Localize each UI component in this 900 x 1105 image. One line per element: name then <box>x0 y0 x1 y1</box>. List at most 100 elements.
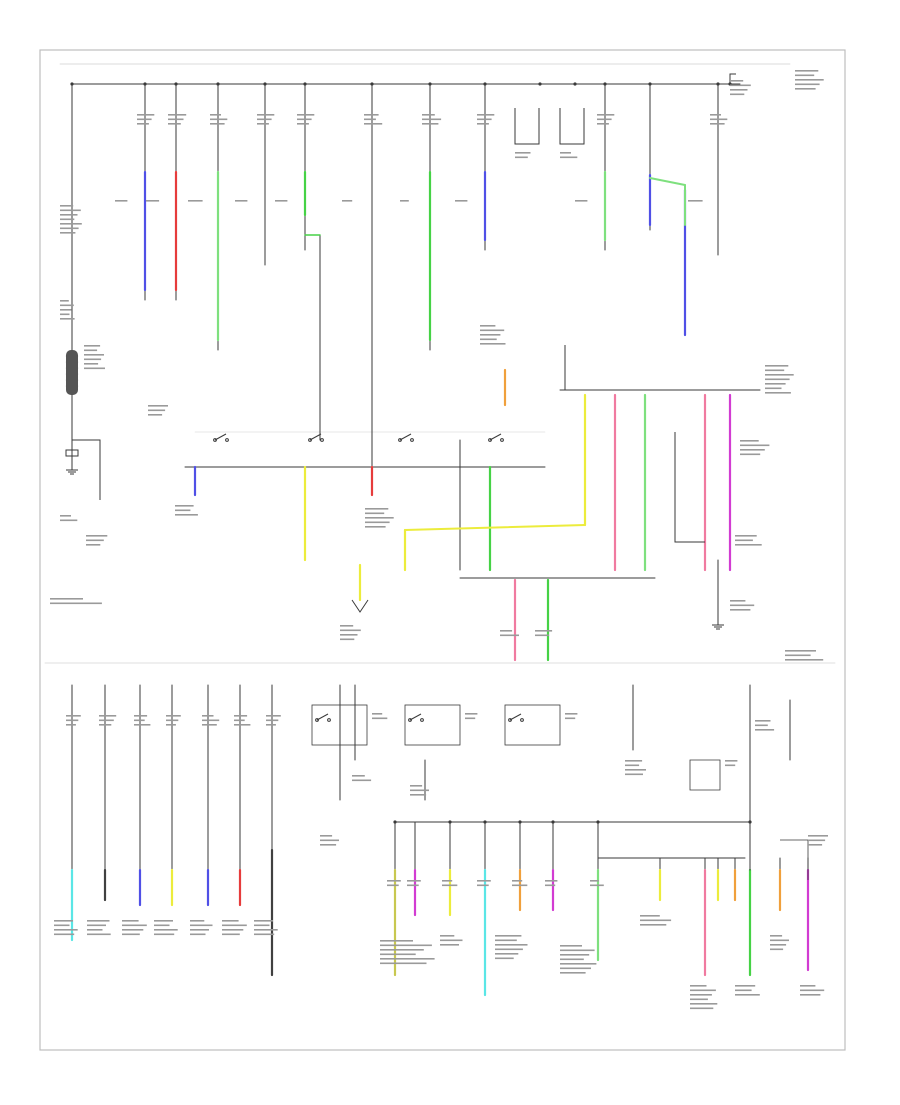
label-line <box>340 634 358 636</box>
label-line <box>154 920 173 922</box>
colored-wire <box>649 177 686 186</box>
bus-tap-dot <box>538 82 542 86</box>
label-line <box>465 717 476 720</box>
fuse-label <box>266 715 281 726</box>
label-block <box>795 70 824 90</box>
relay-label <box>740 440 770 456</box>
label-line <box>66 724 76 726</box>
label-line <box>710 118 728 121</box>
label-line <box>87 933 111 936</box>
label-line <box>190 933 206 936</box>
relay-label <box>352 775 372 782</box>
label-line <box>234 715 248 717</box>
label-line <box>254 920 273 922</box>
label-line <box>364 123 383 125</box>
label-line <box>340 638 355 641</box>
label-line <box>495 957 514 960</box>
label-line <box>365 508 389 510</box>
label-line <box>175 509 191 512</box>
component-label <box>440 935 463 946</box>
label-line <box>86 539 104 542</box>
label-line <box>640 915 660 917</box>
label-line <box>66 715 81 717</box>
label-line <box>407 880 421 882</box>
label-line <box>175 514 198 516</box>
bus-tap-dot <box>143 82 147 86</box>
label-line <box>297 114 315 116</box>
label-line <box>60 223 82 225</box>
label-line <box>730 93 745 96</box>
component-label <box>495 935 528 960</box>
label-line <box>154 929 178 931</box>
component-label <box>800 985 825 996</box>
label-line <box>60 515 71 517</box>
component-label <box>87 920 111 936</box>
wire-color-label <box>575 200 588 202</box>
fuse-label <box>210 114 228 125</box>
label-line <box>735 985 756 987</box>
component-label <box>560 945 597 974</box>
label-line <box>560 152 571 154</box>
label-line <box>455 200 468 202</box>
label-line <box>560 945 582 947</box>
component-label <box>690 985 718 1010</box>
fuse-label <box>297 114 315 125</box>
label-line <box>54 929 78 931</box>
label-line <box>597 114 615 116</box>
fuse-label <box>134 715 151 726</box>
relay-label <box>465 713 478 720</box>
label-line <box>84 367 105 370</box>
component-label <box>380 940 435 965</box>
relay-box <box>514 108 540 145</box>
bus-tap-dot <box>648 82 652 86</box>
label-line <box>166 719 179 722</box>
label-line <box>380 953 416 956</box>
bus-tap-dot <box>70 82 74 86</box>
battery-symbol <box>65 449 79 457</box>
fuse-label <box>168 114 187 125</box>
label-line <box>688 200 703 202</box>
bus-tap-dot <box>551 820 555 824</box>
bus-tap-dot <box>596 820 600 824</box>
label-line <box>400 200 409 202</box>
fuse-label <box>202 715 220 726</box>
label-line <box>210 123 225 125</box>
component-label <box>222 920 247 936</box>
legend-note <box>50 598 102 605</box>
label-line <box>190 924 213 927</box>
label-line <box>735 539 753 542</box>
connector-arrow <box>351 599 369 613</box>
label-line <box>137 123 149 125</box>
bus-tap-dot <box>483 820 487 824</box>
label-line <box>560 972 586 974</box>
label-line <box>795 74 815 77</box>
wire-layer <box>44 63 836 997</box>
component-label <box>175 505 198 516</box>
label-line <box>625 769 646 771</box>
label-line <box>222 924 247 927</box>
label-line <box>800 985 816 987</box>
label-line <box>320 844 337 846</box>
wire-color-label <box>512 880 528 887</box>
label-line <box>148 414 163 416</box>
label-line <box>202 719 220 722</box>
label-line <box>575 200 588 202</box>
contact-point <box>327 718 331 722</box>
fuse-label <box>710 114 728 125</box>
label-line <box>795 88 816 90</box>
contact-blade <box>309 433 322 441</box>
wire-color-label <box>146 200 160 202</box>
label-line <box>380 949 424 951</box>
label-line <box>166 715 181 717</box>
label-line <box>54 924 70 927</box>
label-line <box>730 84 751 87</box>
label-line <box>410 789 429 792</box>
label-line <box>122 929 144 931</box>
label-line <box>730 609 751 611</box>
fuse-label <box>808 835 828 846</box>
label-line <box>364 118 376 121</box>
label-line <box>725 764 736 767</box>
wire-color-label <box>455 200 468 202</box>
bus-tap-dot <box>393 820 397 824</box>
